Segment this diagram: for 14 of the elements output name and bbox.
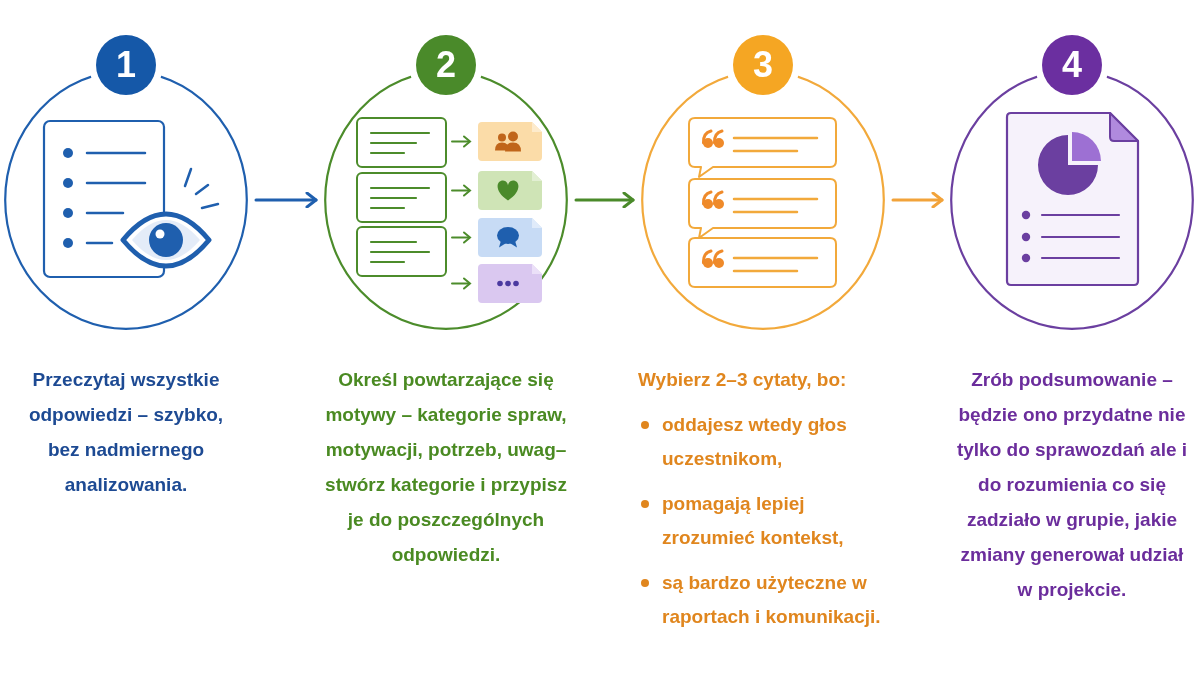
- list-item: są bardzo użyteczne w raportach i komunikacji.: [662, 571, 882, 629]
- list-heading: Wybierz 2–3 cytaty, bo:: [638, 368, 848, 392]
- step-description: Zrób podsumowanie – będzie ono przydatne nie tylko do sprawozdań ale i do rozumienia co się zadziało w grupie, jakie zmiany generował udział w projekcie.: [956, 368, 1188, 602]
- arrow: [891, 191, 944, 209]
- step-circle: [950, 35, 1194, 330]
- step-description: Określ powtarzające się motywy – kategorie spraw, motywacji, potrzeb, uwag– stwórz kategorie i przypisz je do poszczególnych odpowiedzi.: [324, 368, 568, 567]
- step-description: Przeczytaj wszystkie odpowiedzi – szybko, bez nadmiernego analizowania.: [27, 368, 225, 497]
- step-circle: [641, 35, 885, 330]
- step-circle: [324, 35, 568, 330]
- arrow: [254, 191, 318, 209]
- list-item: oddajesz wtedy głos uczestnikom,: [662, 413, 848, 471]
- step-circle: [4, 35, 248, 330]
- arrow: [574, 191, 635, 209]
- list-item: pomagają lepiej zrozumieć kontekst,: [662, 492, 845, 550]
